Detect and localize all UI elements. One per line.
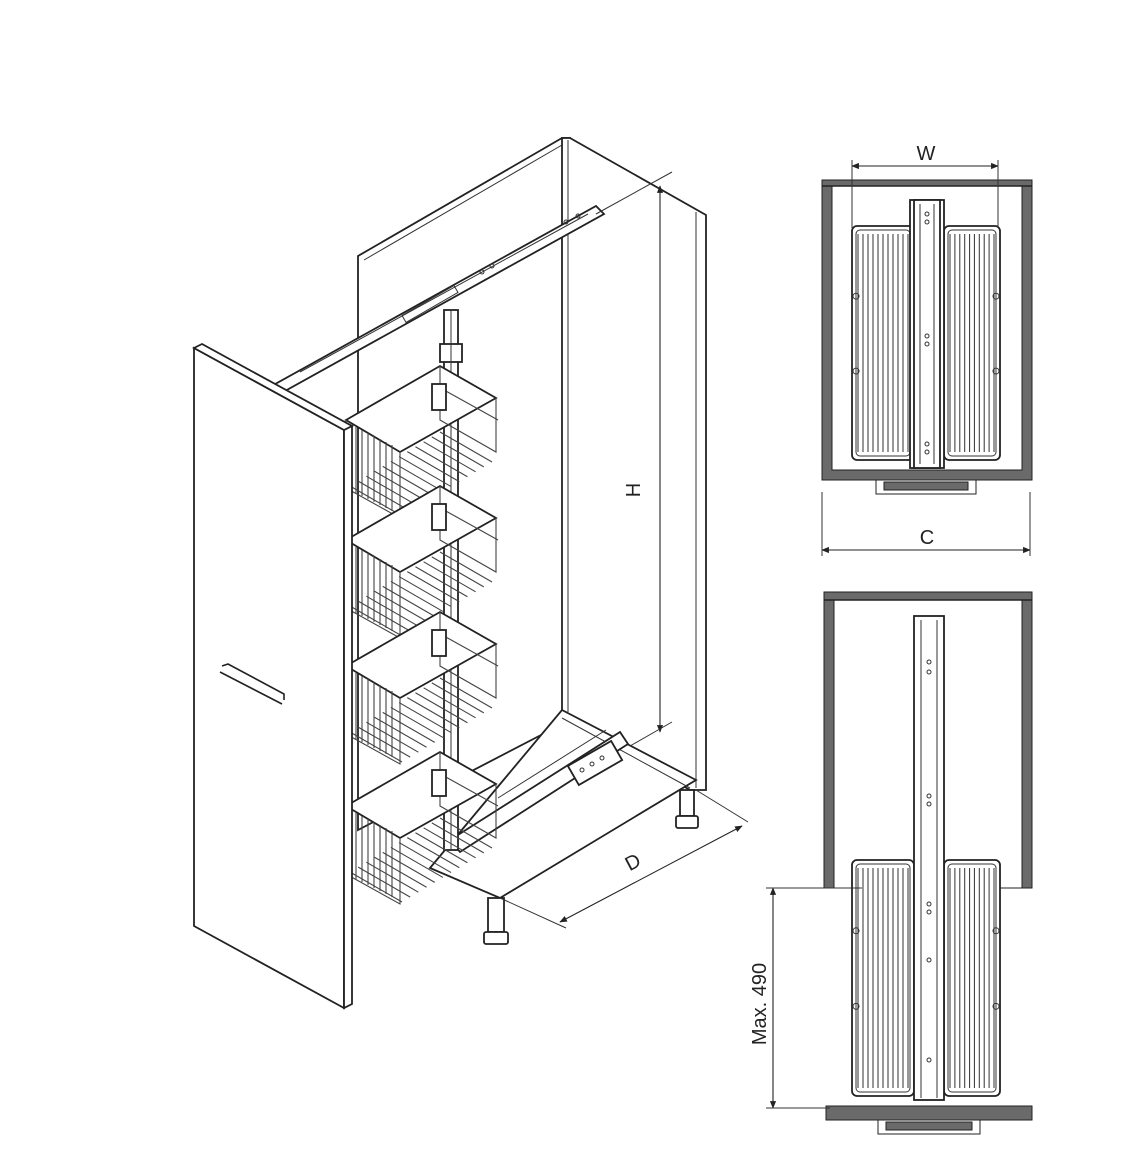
basket-hook <box>852 927 860 935</box>
basket-slat <box>439 677 493 709</box>
cabinet-bottom-floor <box>428 708 698 900</box>
basket-slat <box>423 687 476 719</box>
basket-slat <box>349 871 403 903</box>
basket-slat <box>431 822 485 854</box>
basket-slat <box>406 451 460 483</box>
door-handle <box>219 663 285 705</box>
top-view-closed: W C <box>821 143 1033 556</box>
basket-outline <box>943 859 1001 1097</box>
basket-inner-rim <box>855 863 911 1093</box>
cabinet-leg-back <box>675 789 699 829</box>
basket-slat <box>374 716 427 748</box>
basket-slat <box>374 470 427 502</box>
basket-slat <box>431 436 485 468</box>
basket-top-view <box>851 225 915 461</box>
basket-slat <box>415 446 468 478</box>
basket-front-wire <box>443 635 499 667</box>
center-rail-extended <box>913 615 945 1101</box>
basket-slat <box>398 576 452 608</box>
basket-slat <box>415 566 468 598</box>
basket-slat <box>423 561 476 593</box>
basket-bracket <box>431 383 447 411</box>
basket-slat <box>349 485 403 517</box>
basket-slat <box>398 842 452 874</box>
basket-slat <box>357 866 411 898</box>
center-rail-closed <box>909 199 945 469</box>
isometric-cabinet-view: H D <box>192 137 749 1010</box>
basket-slat <box>390 846 444 878</box>
basket-slat <box>423 827 476 859</box>
basket-slat <box>439 431 493 463</box>
basket-hook <box>992 292 1000 300</box>
max-extension-label: Max. 490 <box>749 963 771 1045</box>
basket-hook <box>992 927 1000 935</box>
basket-top-view <box>943 225 1001 461</box>
basket-slat <box>382 711 436 743</box>
basket-slat <box>349 731 403 763</box>
basket-slat <box>398 456 452 488</box>
basket-hook <box>992 1002 1000 1010</box>
basket-slat <box>349 605 403 637</box>
basket-pair-extended <box>851 859 1001 1097</box>
basket-front-wire <box>443 509 499 541</box>
extended-base-plate <box>825 1105 1033 1135</box>
basket-slat <box>406 697 460 729</box>
basket-inner-rim <box>947 229 997 457</box>
basket-slat <box>439 817 493 849</box>
width-dimension: W <box>851 143 999 228</box>
top-view-extended: Max. 490 <box>749 591 1033 1135</box>
basket-slat <box>382 585 436 617</box>
basket-slat <box>357 600 411 632</box>
basket-slat <box>398 702 452 734</box>
basket-inner-rim <box>947 863 997 1093</box>
wire-basket <box>344 484 499 639</box>
basket-slat <box>374 856 427 888</box>
basket-slat <box>431 556 485 588</box>
wire-basket <box>344 750 499 905</box>
cabinet-width-label: C <box>920 527 934 549</box>
basket-front-wire <box>443 389 499 421</box>
basket-bracket <box>431 769 447 797</box>
basket-slat <box>431 682 485 714</box>
basket-hook <box>852 367 860 375</box>
max-extension-dimension: Max. 490 <box>749 887 862 1109</box>
basket-slat <box>415 692 468 724</box>
basket-hook <box>992 367 1000 375</box>
cabinet-leg-front <box>483 897 509 945</box>
cabinet-right-side-panel <box>561 137 707 791</box>
basket-slat <box>390 706 444 738</box>
basket-slat <box>357 726 411 758</box>
basket-slat <box>390 460 444 492</box>
basket-slat <box>390 580 444 612</box>
basket-bracket <box>431 629 447 657</box>
basket-bracket <box>431 503 447 531</box>
basket-top-view <box>943 859 1001 1097</box>
basket-slat <box>382 851 436 883</box>
basket-slat <box>406 837 460 869</box>
basket-slat <box>382 465 436 497</box>
basket-slat <box>357 480 411 512</box>
basket-slat <box>374 590 427 622</box>
basket-top-view <box>851 859 915 1097</box>
wire-baskets <box>344 364 499 905</box>
basket-slat <box>439 551 493 583</box>
basket-hook <box>852 292 860 300</box>
height-dimension: H <box>595 171 673 747</box>
basket-outline <box>943 225 1001 461</box>
basket-slat <box>415 832 468 864</box>
width-label: W <box>917 143 936 165</box>
basket-front-wire <box>443 775 499 807</box>
basket-slat <box>406 571 460 603</box>
depth-label: D <box>622 850 645 876</box>
cabinet-front-door <box>192 342 354 1010</box>
basket-slat <box>423 441 476 473</box>
height-label: H <box>623 483 645 497</box>
basket-hook <box>852 1002 860 1010</box>
cabinet-width-dimension: C <box>821 492 1031 556</box>
